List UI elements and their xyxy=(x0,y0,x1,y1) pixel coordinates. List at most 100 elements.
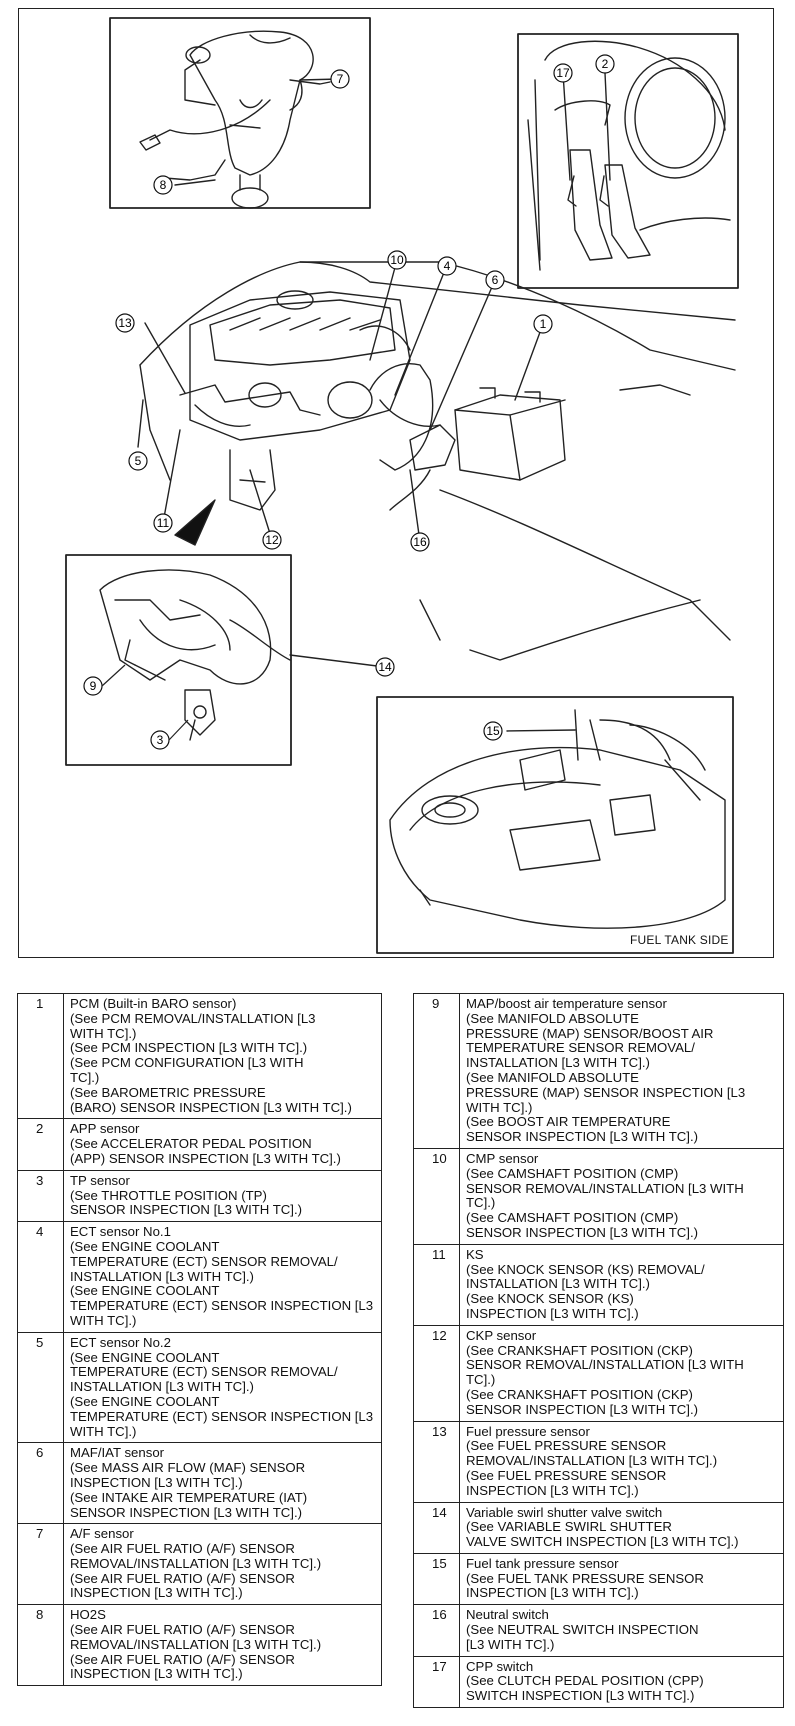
inspection-reference: (See ENGINE COOLANT TEMPERATURE (ECT) SE… xyxy=(70,1349,374,1439)
component-name: Fuel pressure sensor xyxy=(466,1423,590,1439)
svg-text:14: 14 xyxy=(378,660,392,674)
legend-row: 6 MAF/IAT sensor(See MASS AIR FLOW (MAF) … xyxy=(17,1442,382,1525)
component-name: CKP sensor xyxy=(466,1327,537,1343)
inspection-reference: (See MANIFOLD ABSOLUTE PRESSURE (MAP) SE… xyxy=(466,1010,746,1145)
legend-description: ECT sensor No.2(See ENGINE COOLANT TEMPE… xyxy=(63,1331,382,1444)
legend-description: KS(See KNOCK SENSOR (KS) REMOVAL/ INSTAL… xyxy=(459,1243,784,1326)
legend-description: A/F sensor(See AIR FUEL RATIO (A/F) SENS… xyxy=(63,1523,382,1606)
callout-4: 4 xyxy=(437,256,457,276)
legend-number: 11 xyxy=(413,1243,460,1326)
inspection-reference: (See FUEL TANK PRESSURE SENSOR INSPECTIO… xyxy=(466,1570,704,1601)
legend-number: 7 xyxy=(17,1523,64,1606)
svg-text:2: 2 xyxy=(602,57,609,71)
svg-text:4: 4 xyxy=(444,259,451,273)
svg-text:5: 5 xyxy=(135,454,142,468)
legend-number: 17 xyxy=(413,1655,460,1709)
svg-text:11: 11 xyxy=(157,516,170,530)
component-name: APP sensor xyxy=(70,1121,140,1137)
legend-description: PCM (Built-in BARO sensor)(See PCM REMOV… xyxy=(63,992,382,1120)
legend-description: APP sensor(See ACCELERATOR PEDAL POSITIO… xyxy=(63,1118,382,1171)
callout-15: 15 xyxy=(483,721,503,741)
inspection-reference: (See CLUTCH PEDAL POSITION (CPP) SWITCH … xyxy=(466,1673,704,1704)
svg-text:16: 16 xyxy=(413,535,427,549)
component-location-illustration: 7 8 17 2 10 4 6 1 13 5 11 12 16 14 9 3 1… xyxy=(65,17,739,954)
legend-description: CMP sensor(See CAMSHAFT POSITION (CMP) S… xyxy=(459,1147,784,1245)
legend-description: Fuel pressure sensor(See FUEL PRESSURE S… xyxy=(459,1420,784,1503)
legend-description: CKP sensor(See CRANKSHAFT POSITION (CKP)… xyxy=(459,1324,784,1422)
legend-number: 2 xyxy=(17,1118,64,1171)
callout-14: 14 xyxy=(375,657,395,677)
inspection-reference: (See MASS AIR FLOW (MAF) SENSOR INSPECTI… xyxy=(70,1460,308,1520)
callout-17: 17 xyxy=(553,63,573,83)
component-name: Variable swirl shutter valve switch xyxy=(466,1504,663,1520)
component-name: TP sensor xyxy=(70,1172,130,1188)
legend-row: 14 Variable swirl shutter valve switch(Se… xyxy=(413,1501,784,1554)
svg-text:8: 8 xyxy=(160,178,167,192)
inset-pedals xyxy=(517,33,739,289)
callout-6: 6 xyxy=(485,270,505,290)
legend-number: 6 xyxy=(17,1442,64,1525)
inspection-reference: (See KNOCK SENSOR (KS) REMOVAL/ INSTALLA… xyxy=(466,1261,705,1321)
diagram-frame xyxy=(18,8,774,958)
inspection-reference: (See AIR FUEL RATIO (A/F) SENSOR REMOVAL… xyxy=(70,1622,322,1682)
legend-number: 8 xyxy=(17,1604,64,1687)
fuel-tank-side-caption: FUEL TANK SIDE xyxy=(630,933,729,947)
component-name: ECT sensor No.2 xyxy=(70,1334,171,1350)
svg-text:9: 9 xyxy=(90,679,97,693)
legend-number: 1 xyxy=(17,992,64,1120)
legend-number: 9 xyxy=(413,993,460,1149)
inspection-reference: (See THROTTLE POSITION (TP) SENSOR INSPE… xyxy=(70,1187,303,1218)
component-name: CPP switch xyxy=(466,1658,534,1674)
inspection-reference: (See CRANKSHAFT POSITION (CKP) SENSOR RE… xyxy=(466,1342,744,1417)
legend-number: 13 xyxy=(413,1420,460,1503)
legend-description: HO2S(See AIR FUEL RATIO (A/F) SENSOR REM… xyxy=(63,1604,382,1687)
legend-number: 16 xyxy=(413,1604,460,1657)
legend-number: 10 xyxy=(413,1147,460,1245)
component-name: KS xyxy=(466,1246,484,1262)
svg-text:17: 17 xyxy=(556,66,570,80)
callout-1: 1 xyxy=(533,314,553,334)
inspection-reference: (See ACCELERATOR PEDAL POSITION (APP) SE… xyxy=(70,1136,341,1166)
inset-fuel-tank xyxy=(376,696,734,954)
legend-number: 14 xyxy=(413,1501,460,1554)
component-name: ECT sensor No.1 xyxy=(70,1224,171,1240)
legend-description: Fuel tank pressure sensor(See FUEL TANK … xyxy=(459,1552,784,1606)
inspection-reference: (See FUEL PRESSURE SENSOR REMOVAL/INSTAL… xyxy=(466,1438,718,1498)
inspection-reference: (See PCM REMOVAL/INSTALLATION [L3 WITH T… xyxy=(70,1010,352,1115)
svg-text:12: 12 xyxy=(265,533,279,547)
svg-text:7: 7 xyxy=(337,72,344,86)
callout-8: 8 xyxy=(153,175,173,195)
inspection-reference: (See CAMSHAFT POSITION (CMP) SENSOR REMO… xyxy=(466,1165,744,1240)
component-name: MAP/boost air temperature sensor xyxy=(466,996,667,1011)
legend-description: CPP switch(See CLUTCH PEDAL POSITION (CP… xyxy=(459,1655,784,1709)
legend-description: ECT sensor No.1(See ENGINE COOLANT TEMPE… xyxy=(63,1221,382,1333)
legend-number: 12 xyxy=(413,1324,460,1422)
legend-description: MAP/boost air temperature sensor(See MAN… xyxy=(459,993,784,1149)
inset-af-sensor xyxy=(109,17,371,209)
callout-2: 2 xyxy=(595,54,615,74)
component-name: PCM (Built-in BARO sensor) xyxy=(70,996,237,1011)
inspection-reference: (See ENGINE COOLANT TEMPERATURE (ECT) SE… xyxy=(70,1238,374,1328)
svg-text:6: 6 xyxy=(492,273,499,287)
callout-5: 5 xyxy=(128,451,148,471)
inspection-reference: (See VARIABLE SWIRL SHUTTER VALVE SWITCH… xyxy=(466,1519,739,1550)
callout-13: 13 xyxy=(115,313,135,333)
inspection-reference: (See NEUTRAL SWITCH INSPECTION [L3 WITH … xyxy=(466,1622,699,1652)
svg-text:13: 13 xyxy=(118,316,132,330)
svg-text:15: 15 xyxy=(486,724,500,738)
svg-text:10: 10 xyxy=(390,253,404,267)
component-name: MAF/IAT sensor xyxy=(70,1445,165,1461)
inset-intake-manifold xyxy=(65,554,292,766)
